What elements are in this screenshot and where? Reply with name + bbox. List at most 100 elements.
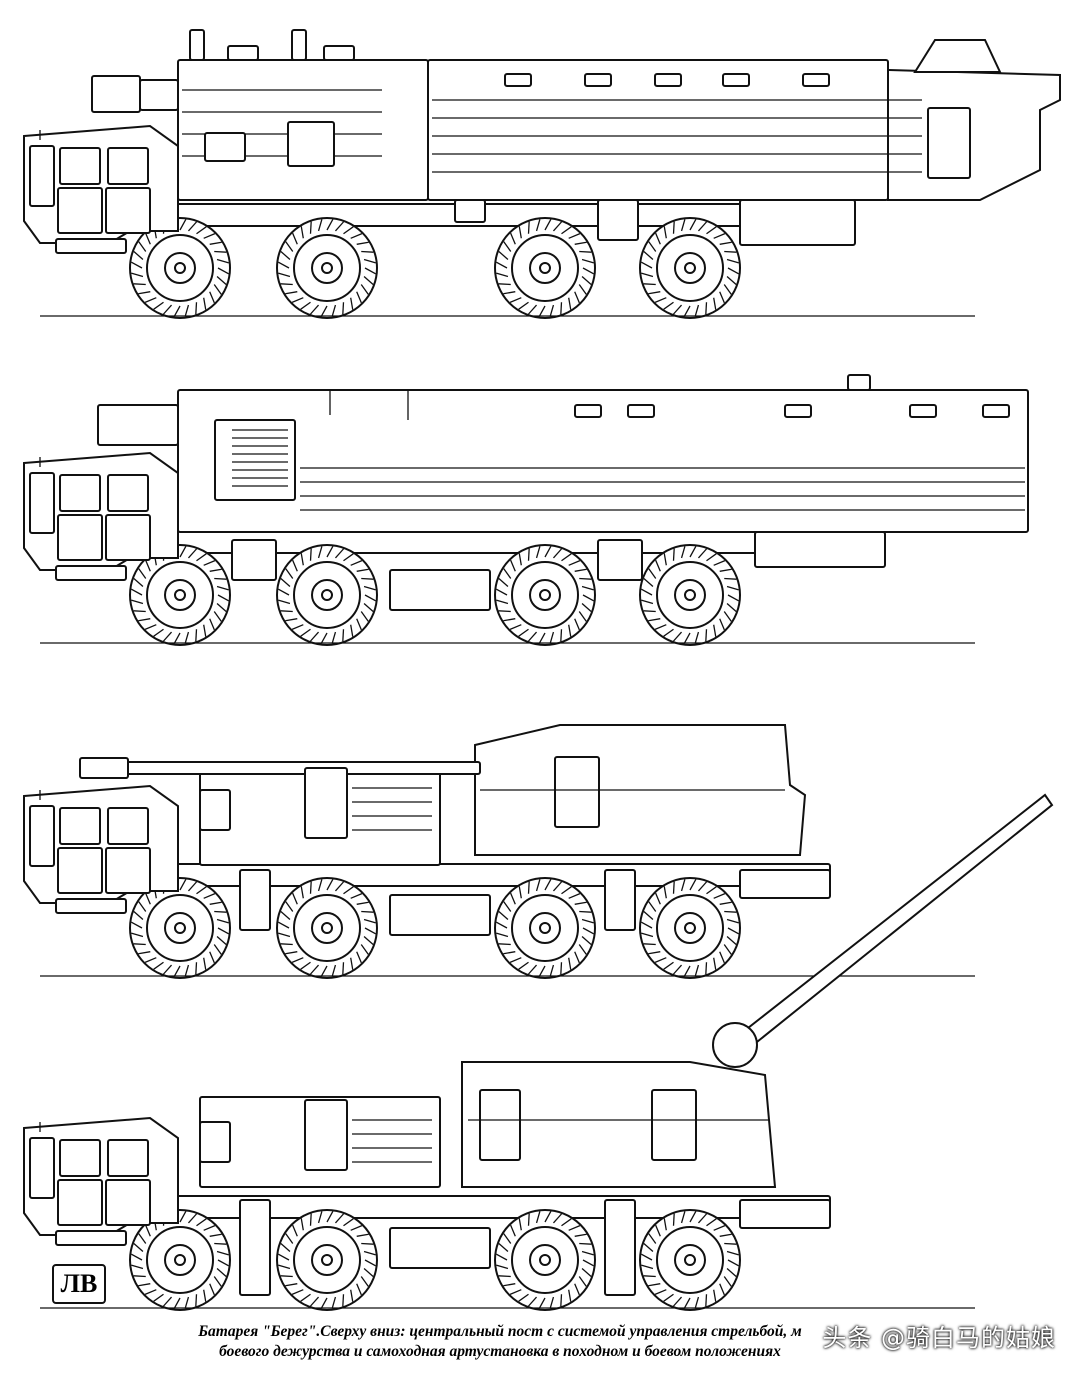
roof-box <box>323 45 355 61</box>
tread <box>549 304 555 317</box>
rear-cabin <box>887 68 1061 201</box>
tread <box>498 943 511 946</box>
tread <box>360 1276 369 1287</box>
tread <box>560 1294 563 1307</box>
tread <box>648 1233 657 1244</box>
tread <box>179 219 187 231</box>
tread <box>196 1218 207 1227</box>
tread <box>278 272 291 278</box>
tread <box>285 618 298 622</box>
tread <box>705 629 708 642</box>
tread <box>579 577 592 580</box>
tread <box>356 568 369 572</box>
tread <box>498 610 511 613</box>
tread <box>643 1242 654 1253</box>
turret-hatch <box>554 756 600 828</box>
tread <box>663 553 667 566</box>
tread <box>331 631 337 644</box>
tread <box>705 302 708 315</box>
tread <box>320 965 328 977</box>
tread <box>331 304 337 317</box>
hub-nut <box>539 922 551 934</box>
tread <box>320 305 328 317</box>
tread <box>697 1213 708 1224</box>
tread <box>309 221 312 234</box>
outrigger-deployed <box>239 1199 271 1296</box>
tread <box>363 935 374 946</box>
tread <box>153 1293 164 1302</box>
tread <box>719 241 732 245</box>
hub-nut <box>321 1254 333 1266</box>
tread <box>356 618 362 631</box>
tread <box>195 302 198 315</box>
tread <box>203 1289 207 1302</box>
toolbox <box>389 1227 491 1269</box>
toolbox <box>389 569 491 611</box>
tread <box>203 957 207 970</box>
tread <box>144 1289 157 1295</box>
tread <box>713 893 726 899</box>
muzzle-brake <box>79 757 129 779</box>
tread <box>655 559 661 572</box>
tread <box>203 1225 216 1231</box>
marked-panel <box>199 1121 231 1163</box>
tread <box>518 628 529 637</box>
wheel <box>129 877 231 979</box>
tread <box>683 305 691 317</box>
tread <box>496 932 509 938</box>
tread <box>195 629 198 642</box>
tread <box>217 594 229 602</box>
tread <box>581 258 594 264</box>
tread <box>363 585 376 591</box>
marked-panel <box>199 789 231 831</box>
tread <box>568 233 581 239</box>
tread <box>300 1293 311 1302</box>
tread <box>309 881 312 894</box>
tread <box>568 893 581 899</box>
tread <box>496 1264 509 1270</box>
cab-door <box>105 514 151 561</box>
tread <box>361 250 374 253</box>
tread <box>292 232 298 245</box>
roof-box <box>227 45 259 61</box>
tread <box>343 1218 354 1227</box>
tread <box>133 1242 144 1253</box>
hatch <box>287 121 335 167</box>
tread <box>648 951 661 955</box>
tread <box>518 226 522 239</box>
wheel <box>276 877 378 979</box>
wheel <box>276 1209 378 1311</box>
vehicle-gun-traveling <box>23 724 975 979</box>
toolbox <box>597 199 639 241</box>
cab-door-window <box>59 1139 101 1177</box>
tread <box>724 910 737 913</box>
tread <box>285 291 298 295</box>
tread <box>689 1211 697 1223</box>
tread <box>713 297 717 310</box>
antenna-mast <box>189 29 205 61</box>
tread <box>131 261 143 269</box>
tread <box>285 241 294 252</box>
container-body <box>177 389 1029 533</box>
tread <box>184 964 190 977</box>
tread <box>131 1253 143 1261</box>
tread <box>510 232 516 245</box>
wheel <box>276 217 378 319</box>
hub-nut <box>321 262 333 274</box>
tread <box>723 611 732 622</box>
tread <box>581 602 592 613</box>
tread <box>292 559 298 572</box>
tread <box>203 560 216 566</box>
hub-nut <box>684 262 696 274</box>
tread <box>291 297 304 303</box>
tread <box>364 927 376 935</box>
tread <box>719 618 725 631</box>
tread <box>713 1289 717 1302</box>
bumper <box>55 898 127 914</box>
bumper <box>55 565 127 581</box>
window-slot <box>722 73 750 87</box>
tread <box>350 893 363 899</box>
tread <box>663 1293 674 1302</box>
tread <box>356 901 369 905</box>
tread <box>527 1296 538 1307</box>
